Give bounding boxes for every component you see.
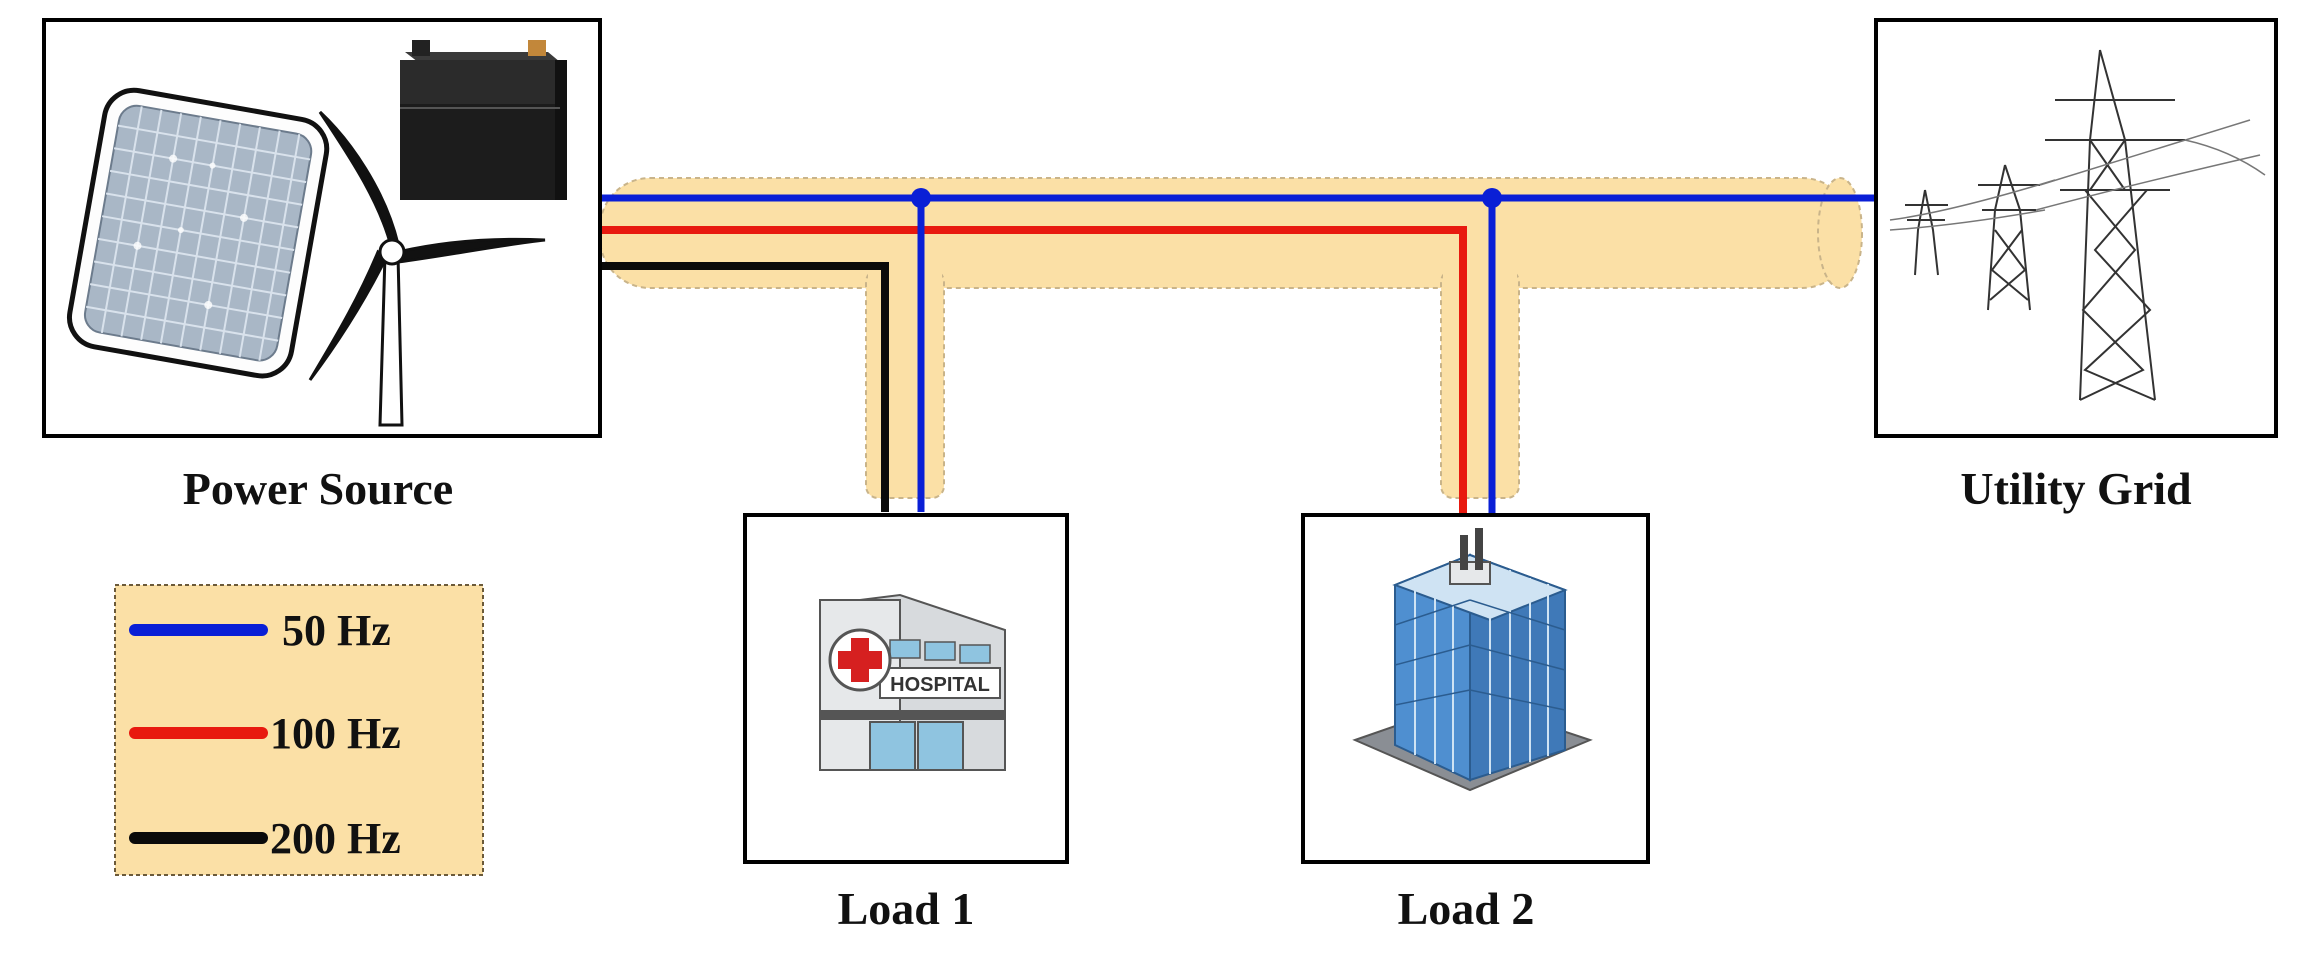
line-200hz <box>600 262 889 512</box>
legend-label: 200 Hz <box>270 814 401 863</box>
legend-label: 100 Hz <box>270 709 401 758</box>
band-joint-cover <box>1443 260 1517 290</box>
load1-label: Load 1 <box>838 883 975 934</box>
power-source-box <box>42 18 602 438</box>
line-100hz <box>600 226 1467 515</box>
junction-node <box>1482 188 1502 208</box>
load2-box <box>1301 513 1650 864</box>
junction-node <box>911 188 931 208</box>
bus-end-cap <box>1817 177 1863 289</box>
office-building-icon <box>1352 528 1593 792</box>
legend-item-100hz: 100 Hz <box>129 709 401 758</box>
drop-band-load1 <box>865 269 945 499</box>
legend-item-50hz: 50 Hz <box>129 606 391 655</box>
battery-icon <box>400 40 567 200</box>
frequency-lines <box>600 188 1876 515</box>
legend: 50 Hz 100 Hz 200 Hz <box>114 584 484 876</box>
wind-turbine-icon <box>308 110 546 427</box>
load1-box: HOSPITAL <box>743 513 1069 864</box>
hospital-icon: HOSPITAL <box>819 593 1006 771</box>
utility-grid-box <box>1874 18 2278 438</box>
utility-grid-label: Utility Grid <box>1960 463 2192 514</box>
drop-band-load2 <box>1440 269 1520 499</box>
power-source-label: Power Source <box>183 463 453 514</box>
legend-label: 50 Hz <box>282 606 391 655</box>
hospital-sign-text: HOSPITAL <box>890 674 990 696</box>
legend-item-200hz: 200 Hz <box>129 814 401 863</box>
load2-label: Load 2 <box>1398 883 1535 934</box>
solar-panel-icon <box>66 87 330 379</box>
transmission-tower-icon <box>1889 49 2266 401</box>
